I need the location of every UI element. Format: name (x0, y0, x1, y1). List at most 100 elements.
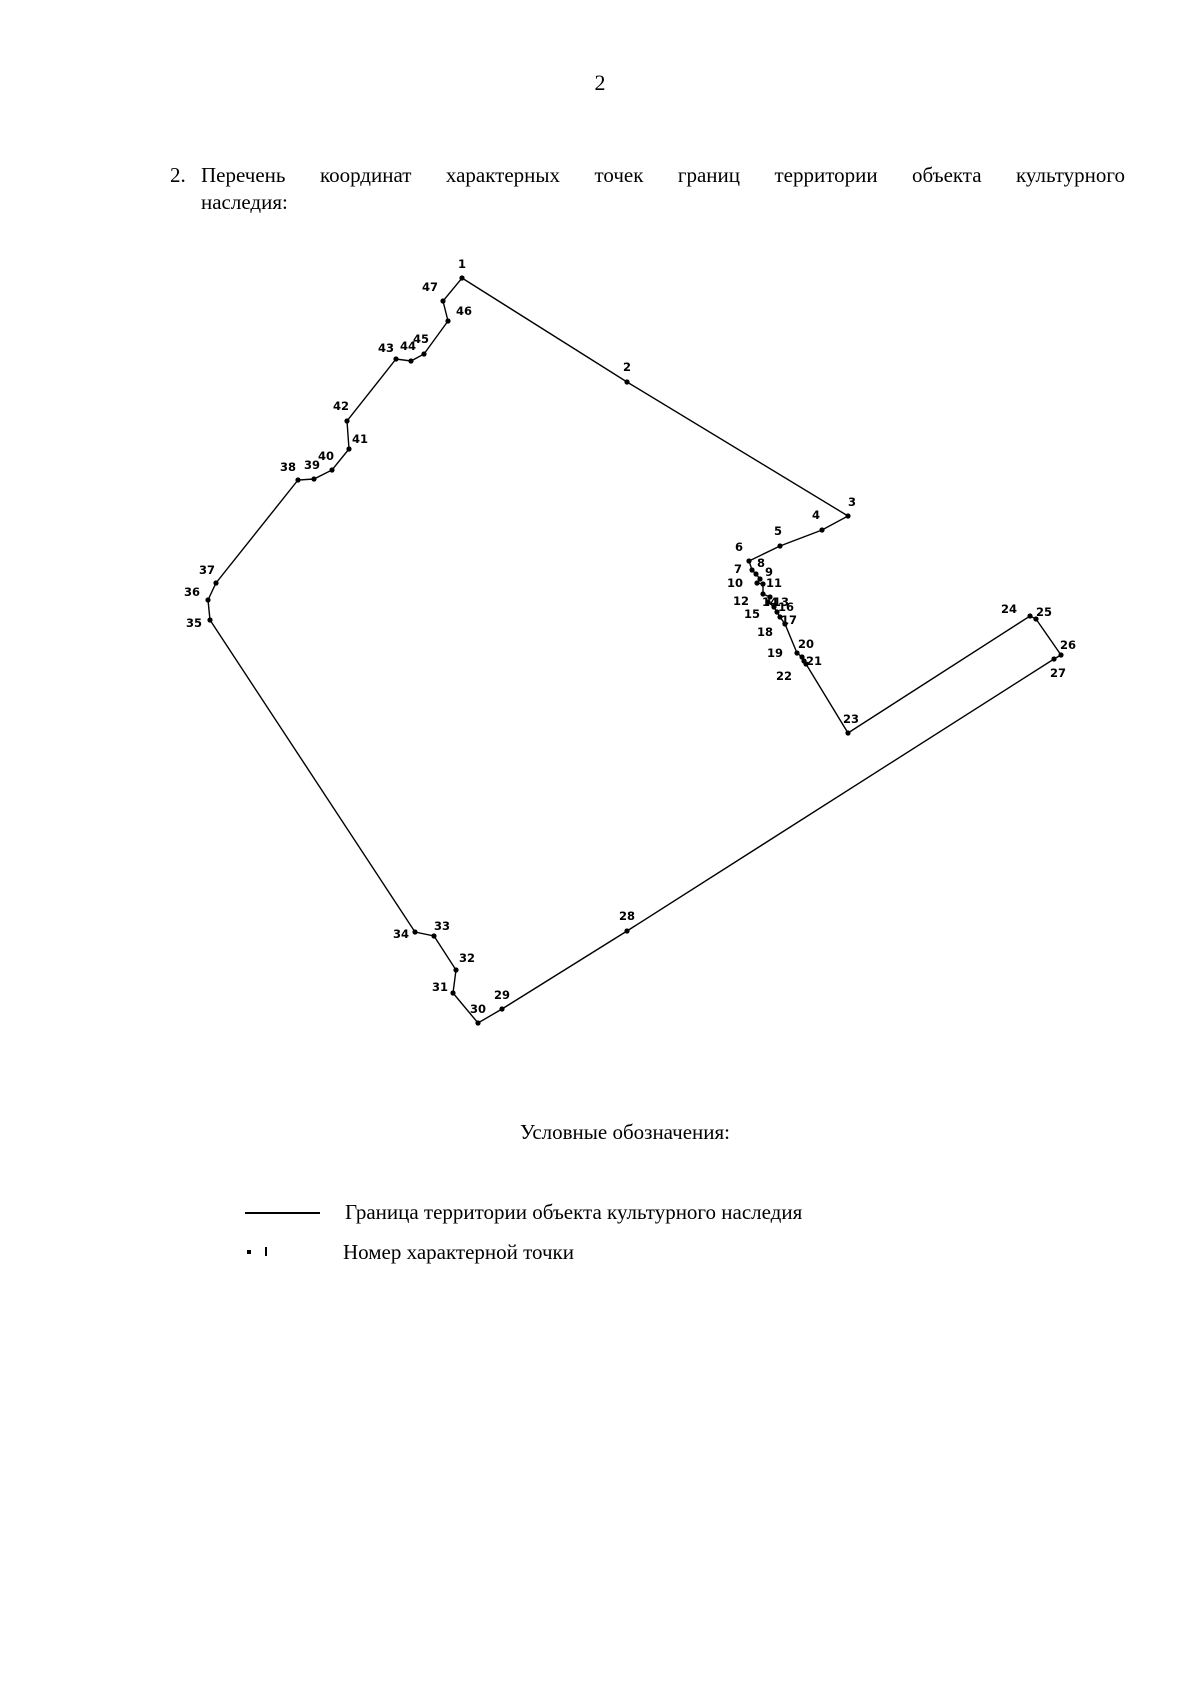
boundary-point-2 (624, 379, 630, 385)
point-label-18: 18 (757, 625, 773, 639)
point-label-2: 2 (623, 360, 631, 374)
boundary-point-11 (760, 581, 766, 587)
point-label-24: 24 (1001, 602, 1017, 616)
point-label-16: 16 (778, 600, 794, 614)
boundary-point-36 (205, 597, 211, 603)
point-label-17: 17 (781, 613, 797, 627)
point-label-11: 11 (766, 576, 782, 590)
point-label-19: 19 (767, 646, 783, 660)
boundary-point-37 (213, 580, 219, 586)
boundary-point-30 (475, 1020, 481, 1026)
point-label-25: 25 (1036, 605, 1052, 619)
point-label-39: 39 (304, 458, 320, 472)
point-label-46: 46 (456, 304, 472, 318)
boundary-point-3 (845, 513, 851, 519)
boundary-point-1 (459, 275, 465, 281)
boundary-point-43 (393, 356, 399, 362)
boundary-point-4 (819, 527, 825, 533)
boundary-points (205, 275, 1064, 1026)
boundary-point-13 (767, 594, 773, 600)
point-label-6: 6 (735, 540, 743, 554)
point-label-22: 22 (776, 669, 792, 683)
point-label-5: 5 (774, 524, 782, 538)
point-label-28: 28 (619, 909, 635, 923)
point-label-4: 4 (812, 508, 820, 522)
boundary-point-34 (412, 929, 418, 935)
point-label-32: 32 (459, 951, 475, 965)
boundary-point-41 (346, 446, 352, 452)
boundary-point-9 (757, 576, 763, 582)
legend-line-symbol (245, 1212, 320, 1214)
section-title: Перечень координат характерных точек гра… (170, 162, 1125, 216)
point-label-14: 14 (762, 595, 778, 609)
point-label-40: 40 (318, 449, 334, 463)
legend-boundary-label: Граница территории объекта культурного н… (345, 1200, 803, 1224)
boundary-point-19 (794, 650, 800, 656)
boundary-point-23 (845, 730, 851, 736)
page-number: 2 (594, 70, 606, 95)
boundary-point-27 (1051, 656, 1057, 662)
point-label-30: 30 (470, 1002, 486, 1016)
point-label-35: 35 (186, 616, 202, 630)
boundary-point-44 (408, 358, 414, 364)
point-label-36: 36 (184, 585, 200, 599)
point-label-7: 7 (734, 562, 742, 576)
point-label-12: 12 (733, 594, 749, 608)
boundary-point-16 (774, 609, 780, 615)
boundary-point-18 (782, 621, 788, 627)
boundary-point-31 (450, 990, 456, 996)
point-label-43: 43 (378, 341, 394, 355)
boundary-point-33 (431, 933, 437, 939)
point-label-10: 10 (727, 576, 743, 590)
boundary-point-29 (499, 1006, 505, 1012)
boundary-point-15 (771, 604, 777, 610)
point-label-31: 31 (432, 980, 448, 994)
point-label-38: 38 (280, 460, 296, 474)
boundary-point-20 (799, 654, 805, 660)
point-label-1: 1 (458, 257, 466, 271)
boundary-point-17 (777, 614, 783, 620)
point-label-9: 9 (765, 565, 773, 579)
boundary-point-6 (746, 558, 752, 564)
point-label-42: 42 (333, 399, 349, 413)
section-title-line-1: Перечень координат характерных точек гра… (201, 163, 1125, 187)
boundary-point-25 (1033, 616, 1039, 622)
point-label-8: 8 (757, 556, 765, 570)
section-title-line-2: наследия: (201, 190, 288, 214)
boundary-point-47 (440, 298, 446, 304)
boundary-point-14 (765, 599, 771, 605)
boundary-point-32 (453, 967, 459, 973)
point-label-23: 23 (843, 712, 859, 726)
point-label-21: 21 (806, 654, 822, 668)
boundary-point-42 (344, 418, 350, 424)
point-label-13: 13 (773, 595, 789, 609)
point-label-3: 3 (848, 495, 856, 509)
boundary-point-46 (445, 318, 451, 324)
point-label-44: 44 (400, 339, 416, 353)
boundary-point-26 (1058, 652, 1064, 658)
boundary-point-22 (803, 661, 809, 667)
point-label-37: 37 (199, 563, 215, 577)
point-label-45: 45 (413, 332, 429, 346)
point-label-20: 20 (798, 637, 814, 651)
boundary-point-5 (777, 543, 783, 549)
boundary-point-8 (753, 571, 759, 577)
boundary-point-24 (1027, 613, 1033, 619)
boundary-point-12 (760, 591, 766, 597)
boundary-point-7 (749, 567, 755, 573)
point-label-29: 29 (494, 988, 510, 1002)
point-label-41: 41 (352, 432, 368, 446)
boundary-point-39 (311, 476, 317, 482)
point-label-33: 33 (434, 919, 450, 933)
boundary-point-40 (329, 467, 335, 473)
point-label-47: 47 (422, 280, 438, 294)
boundary-point-45 (421, 351, 427, 357)
point-label-15: 15 (744, 607, 760, 621)
boundary-point-10 (754, 580, 760, 586)
legend-point-label: Номер характерной точки (343, 1240, 574, 1264)
legend-title: Условные обозначения: (519, 1120, 731, 1144)
section-heading: 2. Перечень координат характерных точек … (170, 162, 1125, 216)
point-label-27: 27 (1050, 666, 1066, 680)
